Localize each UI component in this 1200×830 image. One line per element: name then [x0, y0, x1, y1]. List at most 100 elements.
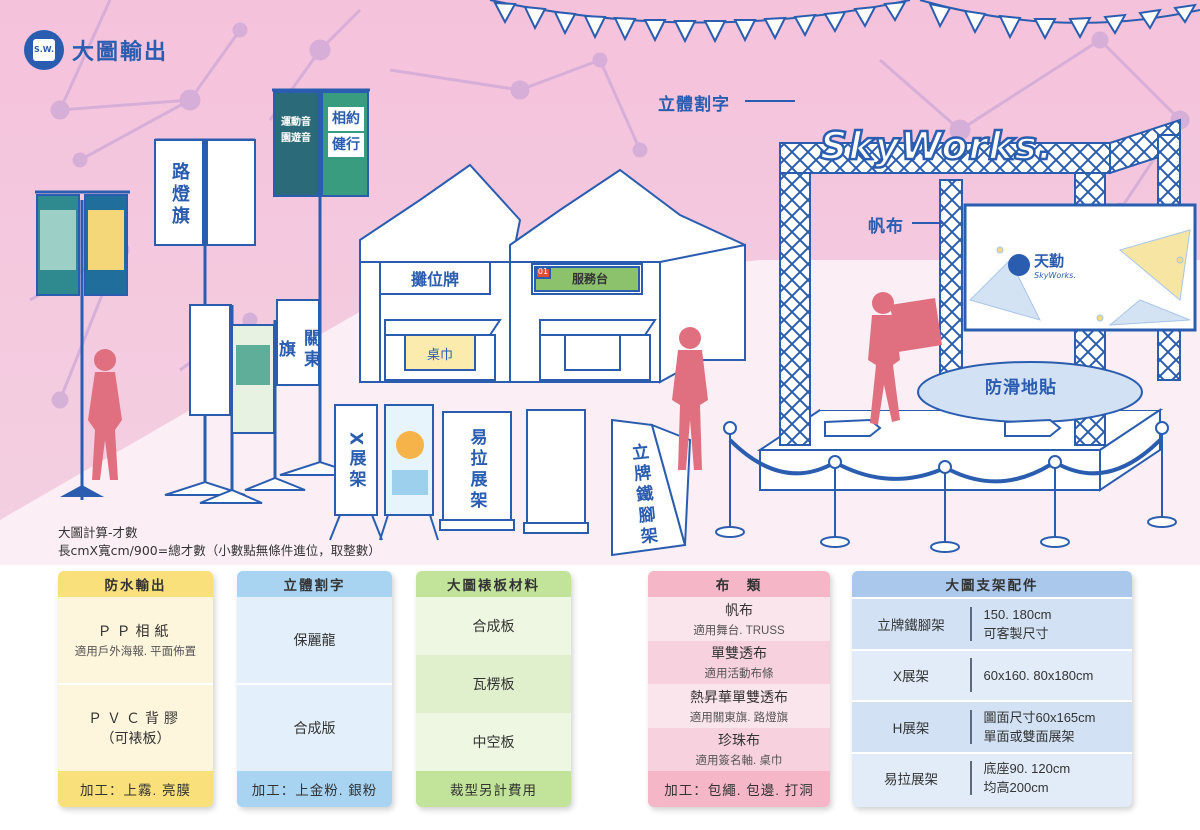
row-main: 珍珠布 — [718, 732, 760, 749]
spec-value-line1: 底座90. 120cm — [983, 761, 1071, 777]
spec-value: 底座90. 120cm 均高200cm — [972, 759, 1133, 797]
stands — [329, 404, 692, 557]
poster-flag-a: 運動音 園遊音 — [276, 115, 316, 147]
poster-flag-b: 相約 健行 — [325, 105, 367, 159]
card-stands-title: 大圖支架配件 — [852, 571, 1132, 597]
table-row: 熱昇華單雙透布 適用關東旗. 路燈旗 — [648, 684, 830, 728]
material-tables: 防水輸出 ＰＰ相紙 適用戶外海報. 平面佈置 ＰＶＣ背膠 （可裱板） 加工：上霧… — [0, 571, 1200, 830]
row-main: 中空板 — [472, 734, 515, 750]
stage — [756, 118, 1197, 492]
poster-flag-a-line1: 運動音 — [281, 117, 311, 128]
table-cloth-label: 桌巾 — [426, 348, 453, 363]
spec-value-line2: 均高200cm — [983, 780, 1049, 796]
poster-flag-b-line1: 相約 — [328, 107, 364, 131]
table-row: 保麗龍 — [237, 597, 392, 683]
divider — [970, 709, 972, 744]
card-waterproof-title: 防水輸出 — [58, 571, 213, 597]
callout-line — [745, 100, 795, 102]
table-row: 中空板 — [416, 713, 571, 771]
row-main: 熱昇華單雙透布 — [690, 688, 788, 705]
card-lettering-footer: 加工：上金粉. 銀粉 — [237, 771, 392, 807]
card-mount-footer: 裁型另計費用 — [416, 771, 571, 807]
spec-name: X展架 — [892, 669, 929, 685]
service-number: 01 — [537, 267, 549, 276]
booth-sign: 攤位牌 — [383, 265, 487, 291]
spec-value-line1: 150. 180cm — [983, 606, 1052, 622]
spec-value: 60x160. 80x180cm — [972, 666, 1133, 685]
sw-logo-icon: S.W. — [24, 30, 64, 70]
row-main: 合成板 — [472, 618, 515, 634]
callout-lettering-label: 立體割字 — [658, 95, 730, 115]
spec-value: 圖面尺寸60x165cm 單面或雙面展架 — [972, 708, 1133, 746]
table-row: H展架 圖面尺寸60x165cm 單面或雙面展架 — [852, 700, 1132, 752]
table-row: 合成板 — [416, 597, 571, 655]
callout-canvas: 帆布 — [868, 212, 904, 237]
row-main: ＰＶＣ背膠 — [88, 710, 183, 726]
row-sub: 適用關東旗. 路燈旗 — [689, 711, 789, 724]
divider — [970, 606, 972, 641]
card-mount: 大圖裱板材料 合成板 瓦楞板 中空板 裁型另計費用 — [416, 571, 571, 807]
stage-logo: SkyWorks. — [819, 123, 1054, 170]
table-row: 珍珠布 適用簽名軸. 桌巾 — [648, 727, 830, 771]
spec-name: 立牌鐵腳架 — [877, 617, 945, 633]
callout-line — [912, 222, 942, 224]
scene-illustration — [0, 0, 1200, 565]
event-scene: S.W. 大圖輸出 立體割字 SkyWorks. 帆布 天勤 SkyWorks.… — [0, 0, 1200, 565]
spec-name: 易拉展架 — [884, 772, 938, 788]
spec-value: 150. 180cm 可客製尺寸 — [972, 605, 1133, 643]
page-title: 大圖輸出 — [72, 40, 169, 65]
stanchion-rope — [715, 421, 1177, 553]
card-lettering-title: 立體割字 — [237, 571, 392, 597]
spec-name: H展架 — [892, 720, 930, 736]
table-row: 單雙透布 適用活動布條 — [648, 640, 830, 684]
card-lettering: 立體割字 保麗龍 合成版 加工：上金粉. 銀粉 — [237, 571, 392, 807]
screen-brand-name: 天勤 — [1034, 252, 1065, 270]
row-sub: 適用舞台. TRUSS — [693, 624, 785, 637]
spec-value-line1: 圖面尺寸60x165cm — [983, 709, 1096, 725]
formula: 大圖計算-才數 長cmX寬cm/900=總才數（小數點無條件進位，取整數） — [58, 524, 381, 560]
screen-brand-sub: SkyWorks. — [1034, 271, 1076, 280]
spec-value-line2: 可客製尺寸 — [983, 625, 1049, 641]
table-row: 瓦楞板 — [416, 655, 571, 713]
divider — [970, 658, 972, 693]
logo-text: S.W. — [33, 39, 55, 61]
card-mount-title: 大圖裱板材料 — [416, 571, 571, 597]
row-main: 合成版 — [293, 720, 336, 736]
card-waterproof: 防水輸出 ＰＰ相紙 適用戶外海報. 平面佈置 ＰＶＣ背膠 （可裱板） 加工：上霧… — [58, 571, 213, 807]
table-row: X展架 60x160. 80x180cm — [852, 648, 1133, 701]
table-row: 帆布 適用舞台. TRUSS — [648, 597, 830, 641]
label-street-flag: 路燈旗 — [169, 162, 190, 228]
card-stands: 大圖支架配件 立牌鐵腳架 150. 180cm 可客製尺寸 X展架 60x160… — [852, 571, 1132, 807]
spec-value-line1: 60x160. 80x180cm — [983, 667, 1094, 683]
poster-flag-a-line2: 園遊音 — [281, 133, 311, 144]
callout-canvas-label: 帆布 — [868, 217, 904, 237]
row-sub: 適用簽名軸. 桌巾 — [695, 755, 783, 768]
table-row: 易拉展架 底座90. 120cm 均高200cm — [852, 751, 1133, 804]
row-main: 帆布 — [725, 601, 753, 618]
formula-title: 大圖計算-才數 — [58, 525, 138, 540]
row-main: 瓦楞板 — [472, 676, 515, 692]
row-sub: 適用活動布條 — [704, 668, 774, 681]
service-desk-sign: 服務台 — [571, 272, 608, 286]
table-row: ＰＰ相紙 適用戶外海報. 平面佈置 — [58, 597, 213, 683]
label-easy-stand: 易拉展架 — [466, 428, 487, 512]
callout-lettering: 立體割字 — [658, 90, 730, 115]
row-main: 保麗龍 — [293, 632, 336, 648]
row-sub: （可裱板） — [100, 730, 171, 746]
callout-antislip: 防滑地貼 — [985, 378, 1057, 398]
people-silhouettes — [88, 292, 942, 480]
table-row: 立牌鐵腳架 150. 180cm 可客製尺寸 — [852, 597, 1132, 649]
row-sub: 適用戶外海報. 平面佈置 — [74, 646, 197, 658]
table-row: 合成版 — [237, 683, 392, 771]
spec-value-line2: 單面或雙面展架 — [983, 728, 1075, 744]
card-fabric-footer: 加工：包繩. 包邊. 打洞 — [648, 771, 830, 807]
card-waterproof-footer: 加工：上霧. 亮膜 — [58, 771, 213, 807]
brand-header: S.W. 大圖輸出 — [24, 30, 168, 70]
screen-brand: 天勤 SkyWorks. — [1008, 250, 1076, 280]
screen-logo-icon — [1008, 254, 1030, 276]
formula-line: 長cmX寬cm/900=總才數（小數點無條件進位，取整數） — [58, 543, 381, 558]
poster-flag-b-line2: 健行 — [328, 133, 364, 157]
row-main: 單雙透布 — [711, 645, 767, 662]
card-fabric: 布 類 帆布 適用舞台. TRUSS 單雙透布 適用活動布條 熱昇華單雙透布 適… — [648, 571, 830, 807]
divider — [970, 761, 972, 796]
